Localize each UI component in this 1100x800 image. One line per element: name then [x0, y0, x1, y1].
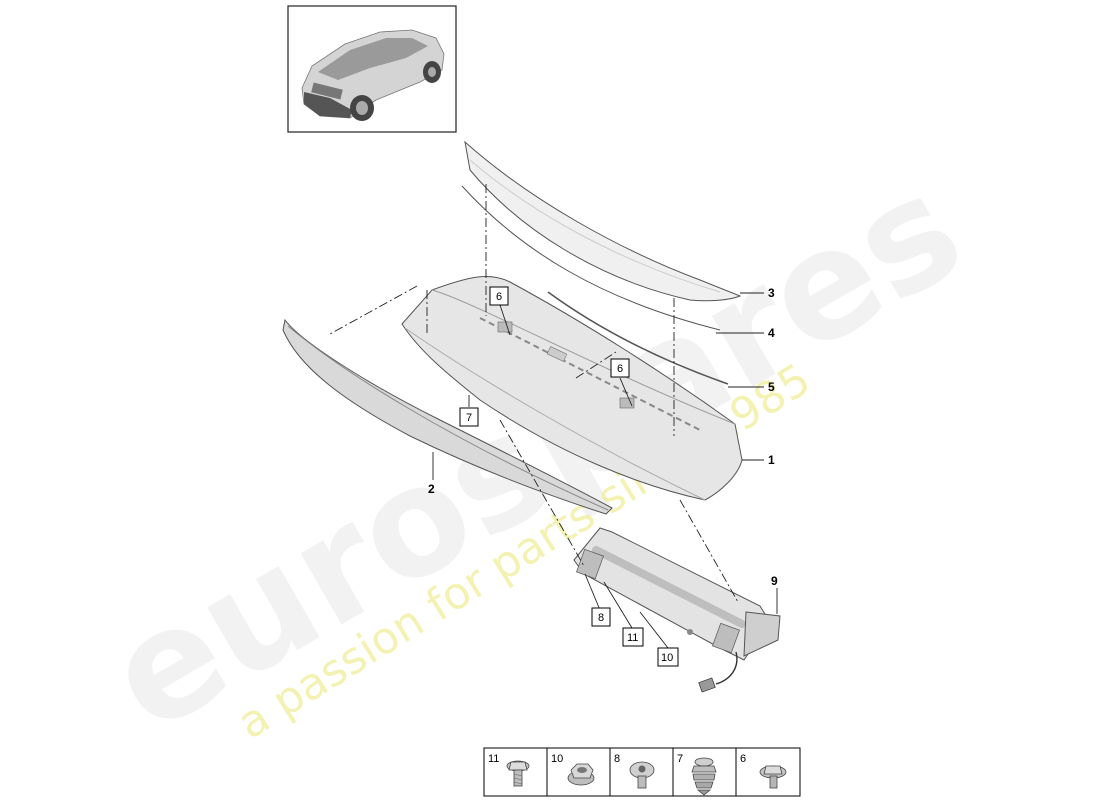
brake-light-assembly [573, 527, 781, 693]
legend-number-7: 7 [677, 753, 683, 765]
spoiler-body [401, 275, 743, 501]
callout-5: 5 [768, 380, 775, 394]
car-icon [301, 29, 445, 121]
svg-text:7: 7 [466, 412, 472, 424]
callout-2: 2 [428, 482, 435, 496]
rear-window-panel [464, 140, 742, 302]
watermark: eurospares a passion for parts since 198… [81, 141, 989, 766]
legend-number-6: 6 [740, 753, 746, 765]
legend-number-11: 11 [488, 753, 499, 765]
callout-3: 3 [768, 286, 775, 300]
callout-6-lower: 6 [610, 358, 630, 378]
expanding-clip-icon [691, 757, 717, 796]
callout-10: 10 [657, 647, 679, 667]
leader-lines [432, 292, 778, 649]
svg-text:6: 6 [496, 291, 502, 303]
legend-number-8: 8 [614, 753, 620, 765]
assembly-lines [329, 184, 739, 603]
trim-wire [547, 291, 729, 385]
callouts: 3 4 5 1 2 9 6 6 7 8 11 10 [428, 286, 778, 667]
svg-text:8: 8 [598, 612, 604, 624]
callout-11: 11 [622, 627, 644, 647]
callout-7: 7 [459, 407, 479, 427]
callout-1: 1 [768, 453, 775, 467]
flange-bolt-icon [506, 760, 530, 787]
callout-8: 8 [591, 607, 611, 627]
legend-number-10: 10 [551, 753, 563, 765]
hex-nut-icon [567, 763, 595, 786]
callout-6-upper: 6 [489, 286, 509, 306]
svg-text:6: 6 [617, 363, 623, 375]
vehicle-thumbnail [287, 5, 457, 133]
svg-text:10: 10 [661, 652, 673, 664]
hardware-legend: 11 10 8 7 6 [483, 747, 801, 797]
washer-screw-icon [759, 765, 787, 789]
trim-strip [282, 318, 613, 515]
watermark-brand: eurospares [81, 141, 989, 766]
torx-screw-icon [629, 761, 655, 789]
seal-strip [461, 185, 721, 331]
callout-9: 9 [771, 574, 778, 588]
svg-text:11: 11 [627, 632, 638, 644]
callout-4: 4 [768, 326, 775, 340]
